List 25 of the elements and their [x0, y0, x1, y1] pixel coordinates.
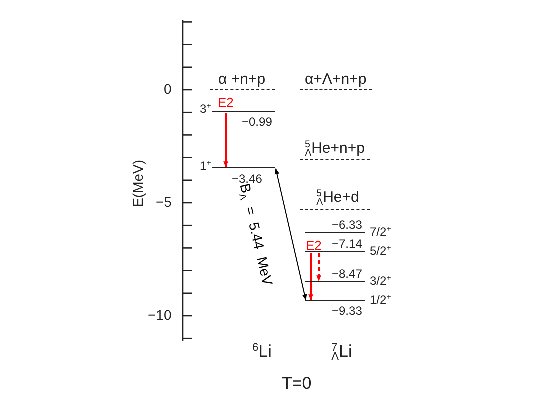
energy-value: −7.14: [332, 238, 362, 252]
spin-label: 3$^{+}$: [200, 103, 212, 116]
arrow: [316, 253, 322, 282]
spin-label: 3/2$^{+}$: [370, 275, 392, 288]
isospin-label: T=0: [282, 375, 312, 394]
tick-label: 0: [164, 82, 172, 98]
edge-label: E2: [218, 96, 234, 110]
tick-label: −10: [148, 308, 172, 324]
energy-value: −0.99: [242, 116, 272, 130]
arrow: [274, 168, 308, 301]
nucleus-label: $^{6}$Li: [252, 343, 272, 362]
energy-value: −9.33: [332, 305, 362, 318]
axis-title: E(MeV): [130, 160, 146, 208]
spin-label: 1$^{+}$: [200, 160, 212, 174]
spin-label: 1/2$^{+}$: [370, 294, 392, 308]
energy-value: −6.33: [332, 219, 362, 232]
spin-label: 7/2$^{+}$: [370, 226, 392, 240]
threshold-label: α+Λ+n+p: [305, 72, 367, 88]
energy-value: −8.47: [332, 268, 362, 282]
arrow: [224, 113, 228, 168]
edge-label: E2: [306, 239, 322, 254]
arrow: [308, 253, 314, 301]
tick-label: −5: [156, 195, 172, 210]
threshold-label: α +n+p: [218, 72, 266, 88]
spin-label: 5/2$^{+}$: [370, 245, 392, 258]
